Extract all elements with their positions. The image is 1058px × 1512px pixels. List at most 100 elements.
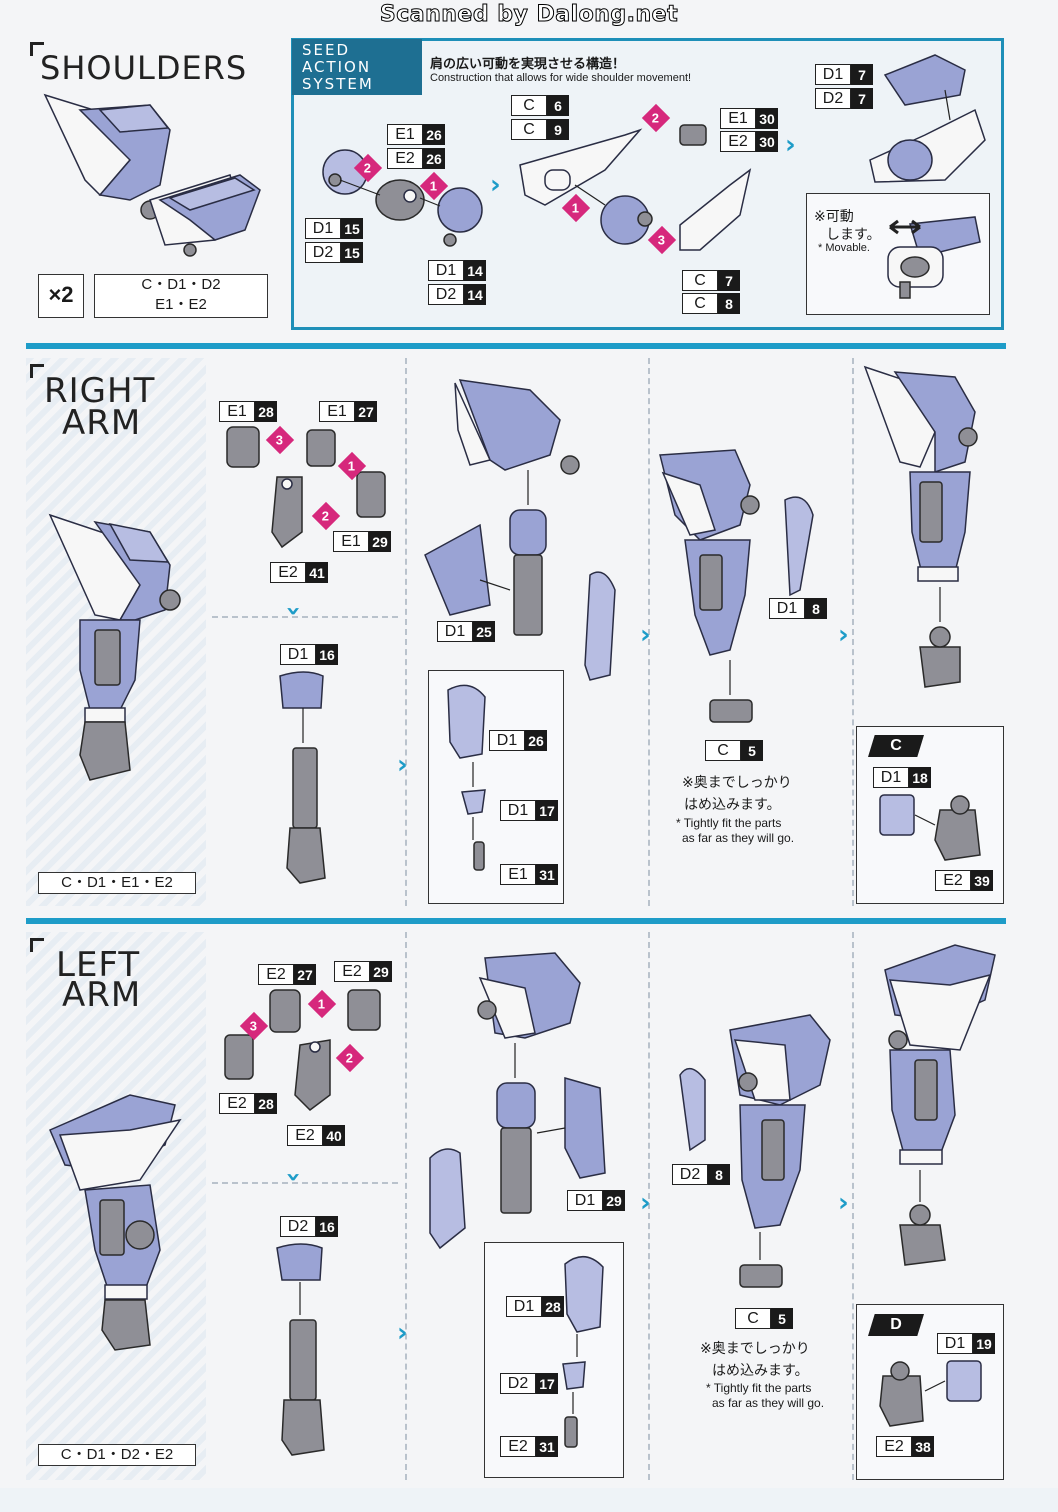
fit-note-jp-1: ※奥までしっかり bbox=[700, 1341, 810, 1357]
section-divider bbox=[26, 918, 1006, 924]
runner-letter: E1 bbox=[219, 401, 255, 422]
seed-description-jp: 肩の広い可動を実現させる構造！ bbox=[430, 57, 626, 72]
runner-letter: E2 bbox=[270, 562, 306, 583]
runner-list-line-2: E1・E2 bbox=[155, 296, 207, 313]
part-number: 16 bbox=[316, 644, 338, 665]
part-number: 26 bbox=[423, 124, 445, 145]
runner-letter: D1 bbox=[305, 218, 341, 239]
quantity-badge: ×2 bbox=[38, 274, 84, 318]
part-number: 5 bbox=[741, 740, 763, 761]
step-order-number: 2 bbox=[364, 160, 372, 176]
left-arm-hand-attach-illustration bbox=[884, 944, 996, 1266]
fit-note-jp-2: はめ込みます。 bbox=[712, 1363, 809, 1379]
runner-letter: D1 bbox=[437, 621, 473, 642]
title-bracket bbox=[30, 42, 44, 56]
hand-variant-mark: C bbox=[868, 735, 924, 757]
runner-letter: C bbox=[511, 95, 547, 116]
left-forearm-attach-illustration bbox=[679, 1014, 831, 1288]
part-number: 25 bbox=[473, 621, 495, 642]
runner-letter: E2 bbox=[387, 148, 423, 169]
part-number: 41 bbox=[306, 562, 328, 583]
page-footer-band bbox=[0, 1488, 1058, 1512]
fit-note-jp-1: ※奥までしっかり bbox=[682, 775, 792, 791]
step-arrow-icon: › bbox=[838, 1188, 849, 1218]
part-number: 28 bbox=[255, 401, 277, 422]
step-arrow-icon: › bbox=[490, 170, 501, 200]
arm-assembly-illustration bbox=[424, 379, 616, 681]
shoulder-frame-illustration bbox=[519, 124, 752, 251]
step-arrow-down-icon: › bbox=[278, 605, 309, 617]
part-number: 14 bbox=[464, 260, 486, 281]
movable-note-jp-1: ※可動 bbox=[814, 209, 854, 225]
runner-list: C・D1・D2・E2 bbox=[38, 1444, 196, 1466]
step-separator bbox=[405, 932, 407, 1480]
runner-letter: E2 bbox=[219, 1093, 255, 1114]
step-order-number: 1 bbox=[348, 458, 356, 474]
shoulder-joint-parts-illustration bbox=[322, 149, 483, 247]
part-number: 28 bbox=[542, 1296, 564, 1317]
upper-arm-frame-illustration bbox=[279, 671, 326, 884]
step-arrow-icon: › bbox=[640, 1188, 651, 1218]
seed-label-line-3: SYSTEM bbox=[302, 75, 374, 93]
shoulder-armor-assembly-illustration bbox=[869, 54, 986, 183]
step-arrow-icon: › bbox=[397, 1318, 408, 1348]
part-number: 17 bbox=[536, 800, 558, 821]
left-hand-parts-illustration bbox=[879, 1360, 982, 1427]
runner-list: C・D1・D2 E1・E2 bbox=[94, 274, 268, 318]
step-arrow-icon: › bbox=[838, 620, 849, 650]
part-number: 17 bbox=[536, 1373, 558, 1394]
step-arrow-icon: › bbox=[640, 620, 651, 650]
runner-letter: E2 bbox=[258, 964, 294, 985]
part-number: 16 bbox=[316, 1216, 338, 1237]
runner-letter: D1 bbox=[769, 598, 805, 619]
step-arrow-icon: › bbox=[785, 130, 796, 160]
shoulders-title: SHOULDERS bbox=[40, 49, 248, 87]
seed-label-line-1: SEED bbox=[302, 41, 351, 59]
runner-letter: D2 bbox=[428, 284, 464, 305]
runner-letter: E1 bbox=[500, 864, 536, 885]
step-arrow-icon: › bbox=[397, 750, 408, 780]
title-bracket bbox=[30, 938, 44, 952]
runner-letter: D1 bbox=[937, 1333, 973, 1354]
runner-letter: D2 bbox=[305, 242, 341, 263]
part-number: 38 bbox=[912, 1436, 934, 1457]
runner-letter: E2 bbox=[876, 1436, 912, 1457]
left-arm-title-line-2: ARM bbox=[62, 975, 142, 1015]
step-separator bbox=[852, 358, 854, 906]
part-number: 18 bbox=[909, 767, 931, 788]
left-arm-title-line-1: LEFT bbox=[56, 945, 141, 985]
part-number: 28 bbox=[255, 1093, 277, 1114]
hand-variant-mark: D bbox=[868, 1314, 924, 1336]
runner-letter: E2 bbox=[500, 1436, 536, 1457]
part-number: 29 bbox=[369, 531, 391, 552]
section-divider bbox=[26, 343, 1006, 349]
runner-letter: D2 bbox=[815, 88, 851, 109]
right-arm-title-line-1: RIGHT bbox=[44, 371, 156, 411]
left-arm-assembly-illustration bbox=[429, 952, 606, 1250]
